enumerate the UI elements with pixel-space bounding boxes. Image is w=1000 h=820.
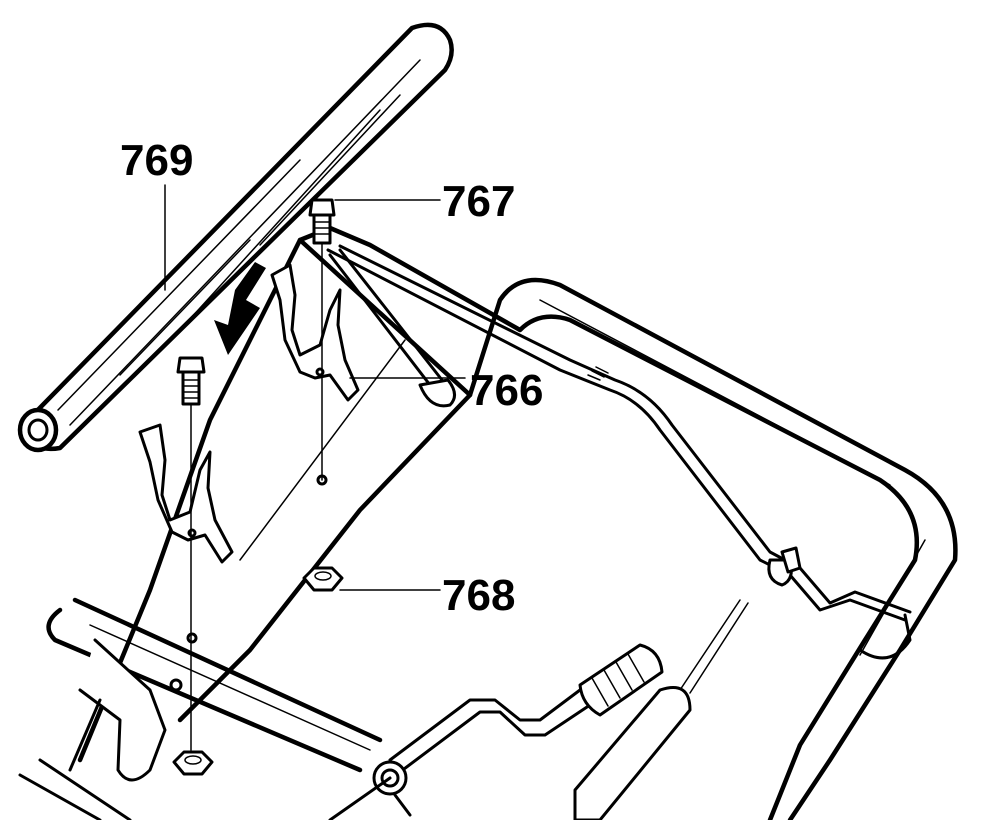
label-769: 769 — [120, 136, 193, 185]
lower-linkage — [328, 643, 692, 820]
part-767-bolt-upper — [308, 198, 336, 481]
part-768-nut-lower — [172, 750, 214, 776]
part-766-clip-upper — [270, 263, 360, 402]
label-766: 766 — [470, 366, 543, 415]
part-768-nut-upper — [302, 566, 344, 592]
part-labels: 769 767 766 768 — [120, 136, 543, 620]
label-768: 768 — [442, 571, 515, 620]
control-rod — [326, 244, 912, 694]
part-767-bolt-lower — [176, 356, 206, 751]
label-767: 767 — [442, 177, 515, 226]
leader-lines — [164, 184, 466, 591]
down-arrow-icon — [214, 262, 266, 355]
part-769-grip-bar — [17, 22, 454, 453]
